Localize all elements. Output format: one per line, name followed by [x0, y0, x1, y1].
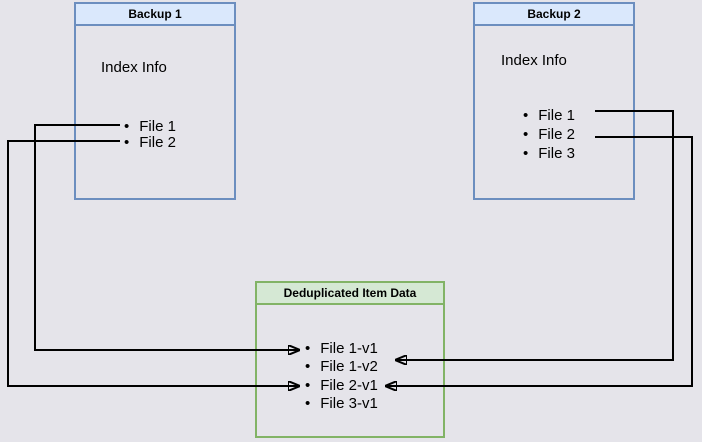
backup1-file-list: File 1 File 2: [124, 118, 176, 151]
backup2-index-info-label: Index Info: [501, 52, 567, 69]
backup1-file-1: File 1: [124, 118, 176, 135]
backup1-index-info-label: Index Info: [101, 59, 167, 76]
dedup-box: Deduplicated Item Data File 1-v1 File 1-…: [255, 281, 445, 438]
backup2-box: Backup 2 Index Info File 1 File 2 File 3: [473, 2, 635, 200]
dedup-file-1-v2: File 1-v2: [305, 358, 378, 377]
backup2-file-1: File 1: [523, 106, 575, 125]
dedup-item-list: File 1-v1 File 1-v2 File 2-v1 File 3-v1: [305, 339, 378, 413]
backup1-box: Backup 1 Index Info File 1 File 2: [74, 2, 236, 200]
dedup-file-1-v1: File 1-v1: [305, 339, 378, 358]
backup2-file-3: File 3: [523, 144, 575, 163]
backup1-title: Backup 1: [76, 4, 234, 26]
backup1-file-2: File 2: [124, 134, 176, 151]
backup2-file-list: File 1 File 2 File 3: [523, 106, 575, 163]
dedup-file-3-v1: File 3-v1: [305, 395, 378, 414]
dedup-title: Deduplicated Item Data: [257, 283, 443, 305]
backup2-title: Backup 2: [475, 4, 633, 26]
backup2-file-2: File 2: [523, 125, 575, 144]
dedup-file-2-v1: File 2-v1: [305, 376, 378, 395]
